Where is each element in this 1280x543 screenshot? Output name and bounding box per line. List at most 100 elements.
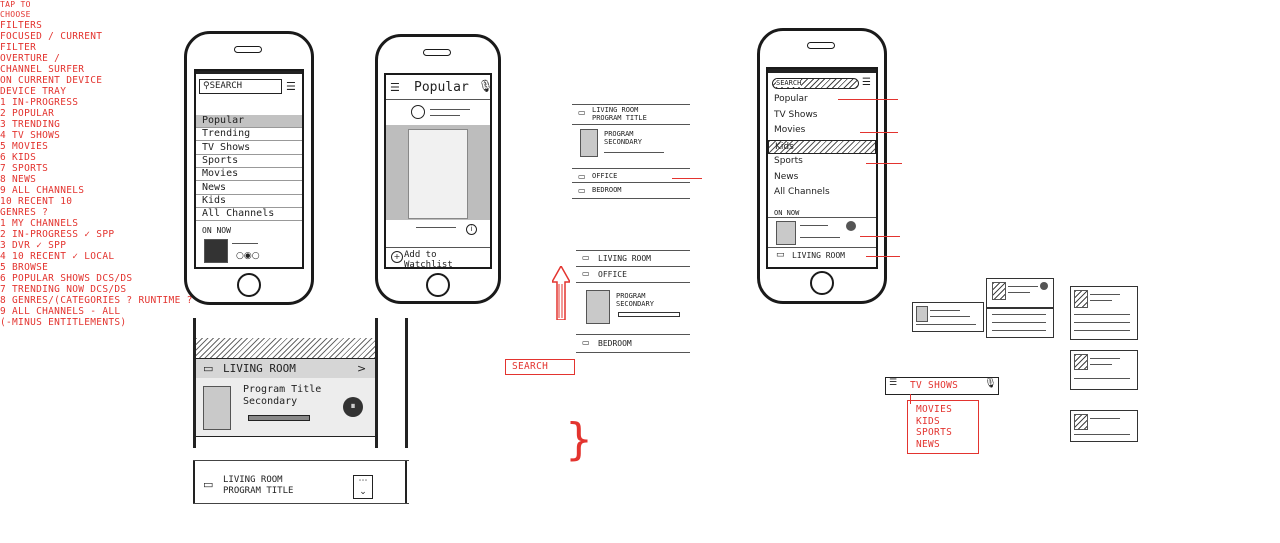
card-title: PROGRAM	[604, 130, 634, 138]
dropdown-option[interactable]: KIDS	[916, 415, 941, 427]
home-button-icon[interactable]	[426, 273, 450, 297]
list-item: 9 ALL CHANNELS	[0, 185, 85, 196]
list-item: 7 TRENDING NOW DCS/DS	[0, 284, 127, 295]
microphone-icon[interactable]: 🎙	[478, 79, 492, 93]
list-item: 8 GENRES/(CATEGORIES ? RUNTIME ?	[0, 295, 193, 306]
menu-icon[interactable]: ☰	[286, 80, 296, 93]
menu-icon[interactable]: ☰	[862, 77, 871, 88]
menu-item[interactable]: News	[196, 182, 302, 195]
menu-item[interactable]: Kids	[196, 195, 302, 208]
program-thumbnail	[586, 290, 610, 324]
list-room[interactable]: LIVING ROOM	[592, 106, 639, 114]
list-item: 2 IN-PROGRESS ✓ SPP	[0, 229, 115, 240]
mini-sketch-column	[1070, 286, 1140, 456]
menu-item[interactable]: Popular	[196, 115, 302, 128]
menu-item[interactable]: Kids	[768, 139, 876, 154]
watchlist-label[interactable]: Add to Watchlist	[404, 250, 453, 269]
expand-icon[interactable]: ⋯⌄	[353, 475, 373, 499]
poster[interactable]	[408, 129, 468, 219]
list-item: 4 TV SHOWS	[0, 130, 61, 141]
search-bar[interactable]: ⚲SEARCH	[199, 79, 282, 94]
menu-item[interactable]: TV Shows	[196, 142, 302, 155]
tv-icon: ▭	[582, 338, 590, 347]
tray-program-title: Program Title	[243, 384, 322, 395]
list-item: 10 RECENT 10	[0, 196, 73, 207]
dropdown-option[interactable]: MOVIES	[916, 404, 953, 415]
page-title: Popular	[414, 80, 469, 95]
menu-item[interactable]: Movies	[196, 168, 302, 182]
info-icon[interactable]: i	[466, 224, 477, 235]
menu-item[interactable]: All Channels	[196, 208, 302, 222]
thumbnail	[776, 221, 796, 245]
avatar	[846, 221, 856, 231]
list-item: 1 IN-PROGRESS	[0, 97, 79, 108]
tv-icon: ▭	[203, 478, 214, 491]
tv-icon: ▭	[776, 250, 785, 260]
menu-item[interactable]: All Channels	[774, 187, 830, 197]
hamburger-icon[interactable]: ☰	[390, 81, 400, 94]
annotation-overture-1: OVERTURE /	[0, 53, 61, 64]
search-bar[interactable]: SEARCH	[772, 78, 859, 89]
menu-item[interactable]: TV Shows	[774, 109, 818, 120]
tv-icon: ▭	[578, 186, 586, 195]
home-button-icon[interactable]	[237, 273, 261, 297]
search-header-box: SEARCH	[505, 359, 575, 375]
list-item: 2 POPULAR	[0, 108, 55, 119]
list-bedroom[interactable]: BEDROOM	[592, 186, 622, 194]
on-now-label: ON NOW	[202, 226, 231, 235]
program-thumbnail	[203, 386, 231, 430]
list-item: 5 BROWSE	[0, 262, 49, 273]
tv-icon: ▭	[582, 269, 590, 278]
list-item: 6 POPULAR SHOWS DCS/DS	[0, 273, 133, 284]
annotation-on-current: ON CURRENT DEVICE	[0, 75, 103, 86]
search-header: SEARCH	[512, 361, 549, 372]
list-program: PROGRAM TITLE	[592, 114, 647, 122]
list2-room[interactable]: LIVING ROOM	[598, 254, 651, 263]
menu-item[interactable]: Trending	[196, 128, 302, 142]
card2-title: PROGRAM	[616, 292, 646, 300]
phone2-screen: ☰ Popular 🎙 i + Add to Watchlist	[384, 73, 492, 269]
annotation-focused-1: FOCUSED / CURRENT	[0, 31, 103, 42]
list-item: 8 NEWS	[0, 174, 37, 185]
microphone-icon[interactable]: 🎙	[984, 378, 997, 389]
mini-room: LIVING ROOM	[223, 475, 283, 485]
mini-program: PROGRAM TITLE	[223, 486, 294, 496]
annotation-filters: FILTERS	[0, 20, 43, 31]
menu-icon: ☰	[889, 378, 898, 388]
list2-office[interactable]: OFFICE	[598, 270, 627, 279]
phone-sketch-popular: ☰ Popular 🎙 i + Add to Watchlist	[375, 34, 501, 304]
dropdown-option[interactable]: NEWS	[916, 438, 941, 450]
menu-item[interactable]: Popular	[774, 94, 808, 104]
search-icon: ⚲	[203, 81, 210, 91]
minus-note: (-MINUS ENTITLEMENTS)	[0, 317, 127, 328]
pause-icon[interactable]: ⏸	[343, 397, 363, 417]
list2-bedroom[interactable]: BEDROOM	[598, 339, 632, 348]
tv-icon: ▭	[582, 253, 590, 262]
home-button-icon[interactable]	[810, 271, 834, 295]
device-list-sketch-bottom: ▭ LIVING ROOM ▭ OFFICE PROGRAM SECONDARY…	[576, 248, 692, 356]
chevron-right-icon[interactable]: >	[357, 362, 367, 375]
filter-dropdown[interactable]: ☰ TV SHOWS 🎙	[885, 377, 999, 395]
tray-label[interactable]: LIVING ROOM	[792, 251, 845, 260]
add-watchlist-icon[interactable]: +	[391, 251, 403, 263]
list-item: 7 SPORTS	[0, 163, 49, 174]
tray-room[interactable]: LIVING ROOM	[223, 362, 296, 375]
list-item: 3 DVR ✓ SPP	[0, 240, 67, 251]
dropdown-option[interactable]: SPORTS	[916, 427, 953, 438]
list-item: 3 TRENDING	[0, 119, 61, 130]
device-list-sketch-top: ▭ LIVING ROOM PROGRAM TITLE PROGRAM SECO…	[572, 102, 692, 202]
menu-item[interactable]: Sports	[774, 156, 803, 166]
tv-icon: ▭	[578, 172, 586, 181]
play-controls-icon[interactable]: ○◉○	[236, 251, 260, 261]
menu-item[interactable]: Movies	[774, 125, 806, 135]
menu-item[interactable]: News	[774, 171, 799, 182]
list-office[interactable]: OFFICE	[592, 172, 618, 180]
program-thumbnail	[580, 129, 598, 157]
genres-note: GENRES ?	[0, 207, 49, 218]
annotation-focused-2: FILTER	[0, 42, 37, 53]
menu-item[interactable]: Sports	[196, 155, 302, 168]
